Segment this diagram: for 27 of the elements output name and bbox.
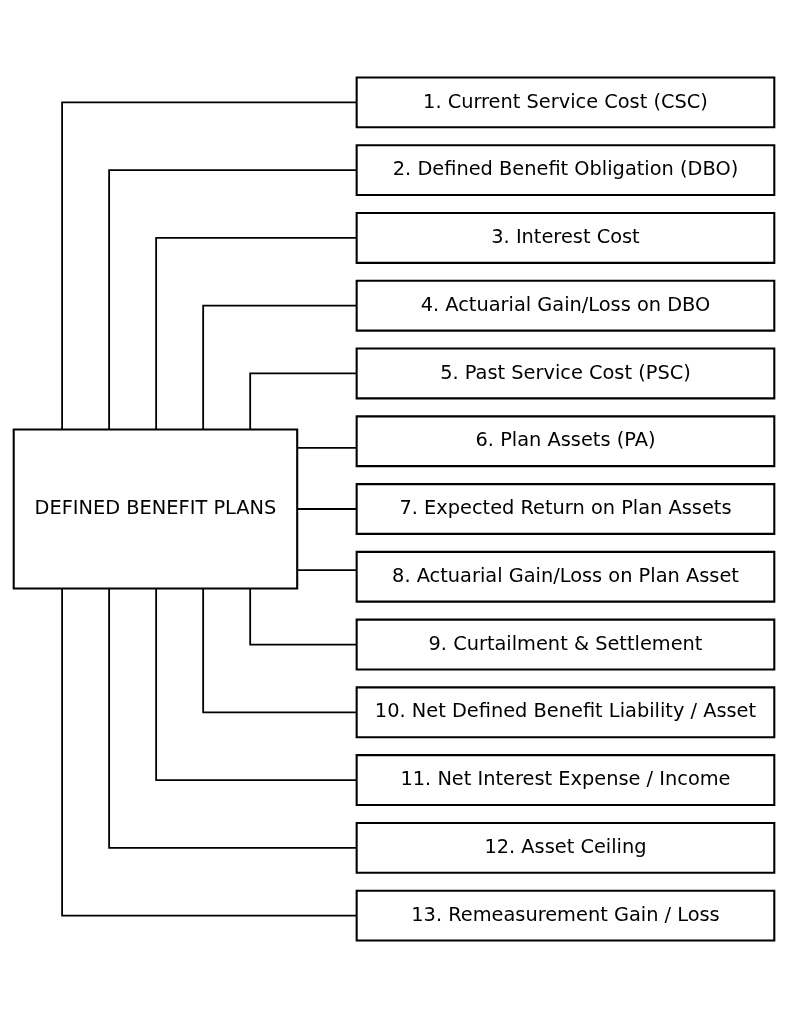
node-box: 7. Expected Return on Plan Assets <box>355 482 776 535</box>
node-box: 1. Current Service Cost (CSC) <box>355 76 776 128</box>
connector <box>61 101 358 430</box>
connector <box>296 446 358 449</box>
connector <box>155 236 358 430</box>
node-box: 9. Curtailment & Settlement <box>355 618 776 670</box>
node-box: 8. Actuarial Gain/Loss on Plan Asset <box>355 550 776 603</box>
node-box: 13. Remeasurement Gain / Loss <box>355 889 776 941</box>
connector <box>155 587 358 781</box>
node-box: 2. Defined Benefit Obligation (DBO) <box>355 143 776 196</box>
connector <box>61 587 358 916</box>
node-box: 6. Plan Assets (PA) <box>355 414 776 467</box>
node-box: 4. Actuarial Gain/Loss on DBO <box>355 279 776 332</box>
connector <box>202 304 358 430</box>
node-box: 3. Interest Cost <box>355 211 776 264</box>
node-box: 5. Past Service Cost (PSC) <box>355 347 776 399</box>
connector <box>202 587 358 713</box>
connector <box>249 587 358 645</box>
connector <box>249 372 358 430</box>
connector <box>108 168 357 430</box>
node-box: 10. Net Defined Benefit Liability / Asset <box>355 685 776 738</box>
connector <box>296 507 358 510</box>
connector <box>296 568 358 571</box>
connector <box>108 587 357 849</box>
node-box: 11. Net Interest Expense / Income <box>355 753 776 806</box>
node-box: DEFINED BENEFIT PLANS <box>12 427 299 590</box>
node-box: 12. Asset Ceiling <box>355 821 776 874</box>
